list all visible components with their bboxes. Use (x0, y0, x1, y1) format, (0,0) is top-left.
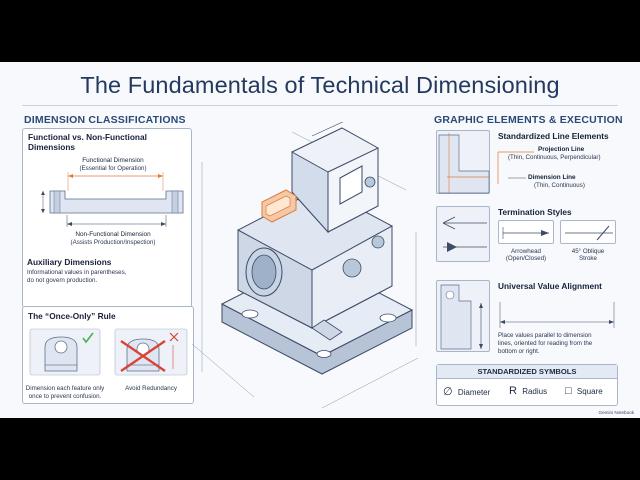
symbol-square: □ Square (565, 385, 603, 397)
dimension-line-note: (Thin, Continuous) (534, 182, 585, 189)
nonfunctional-dimension-label: Non-Functional Dimension (75, 231, 151, 238)
functional-panel: Functional vs. Non-Functional Dimensions… (22, 128, 192, 308)
line-elements-leaders (497, 151, 534, 184)
credit-watermark: Gemini Notebook (598, 410, 635, 415)
oblique-stroke-sample (560, 220, 616, 244)
once-only-left-caption-line1: Dimension each feature only (25, 385, 105, 392)
symbol-radius: R Radius (509, 385, 547, 397)
alignment-line1: Place values parallel to dimension (498, 332, 592, 339)
arrowhead-caption-line2: (Open/Closed) (505, 255, 547, 262)
alignment-thumbnail (436, 280, 490, 352)
alignment-title: Universal Value Alignment (498, 281, 602, 291)
functional-title-line1: Functional vs. Non-Functional (28, 132, 147, 142)
symbol-diameter-label: Diameter (457, 388, 491, 397)
symbols-title: STANDARDIZED SYMBOLS (437, 365, 617, 379)
termination-thumbnail (436, 206, 490, 262)
oblique-caption-line2: Stroke (579, 255, 597, 262)
arrowhead-sample (498, 220, 554, 244)
once-only-left-caption-line2: once to prevent confusion. (28, 393, 102, 400)
once-only-title: The “Once-Only” Rule (28, 311, 116, 321)
arrowhead-icon (502, 227, 549, 239)
projection-line-note: (Thin, Continuous, Perpendicular) (508, 154, 601, 161)
auxiliary-block: Auxiliary Dimensions Informational value… (22, 256, 152, 292)
symbol-radius-label: Radius (522, 387, 548, 396)
diameter-icon: ∅ (443, 386, 453, 398)
termination-arrows-diagram (442, 216, 487, 252)
right-section-heading: GRAPHIC ELEMENTS & EXECUTION (434, 114, 623, 126)
oblique-caption-line1: 45° Oblique (571, 248, 605, 255)
dimension-line-label: Dimension Line (528, 174, 576, 181)
square-icon: □ (565, 385, 572, 397)
functional-dimension-note: (Essential for Operation) (79, 165, 147, 172)
infographic-page: The Fundamentals of Technical Dimensioni… (0, 62, 640, 418)
alignment-line3: bottom or right. (498, 348, 540, 355)
auxiliary-line1: Informational values in parentheses, (27, 269, 127, 276)
title-divider (22, 105, 618, 106)
once-only-diagram (29, 328, 188, 376)
alignment-diagram (440, 284, 483, 350)
alignment-line2: lines, oriented for reading from the (498, 340, 593, 347)
symbols-panel: STANDARDIZED SYMBOLS ∅ Diameter R Radius… (436, 364, 618, 406)
once-only-right-caption: Avoid Redundancy (125, 385, 177, 392)
symbol-square-label: Square (576, 387, 603, 396)
projection-line-label: Projection Line (538, 146, 585, 153)
arrowhead-caption-line1: Arrowhead (511, 248, 541, 255)
auxiliary-title: Auxiliary Dimensions (27, 257, 112, 267)
line-elements-title: Standardized Line Elements (498, 131, 609, 141)
symbol-diameter: ∅ Diameter (443, 385, 490, 398)
termination-title: Termination Styles (498, 207, 572, 217)
functional-title-line2: Dimensions (28, 142, 76, 152)
line-elements-diagram (438, 133, 490, 194)
line-elements-thumbnail (436, 130, 490, 194)
page-title: The Fundamentals of Technical Dimensioni… (80, 72, 560, 98)
alignment-sample-dimension (499, 302, 615, 328)
nonfunctional-dimension-note: (Assists Production/Inspection) (70, 239, 156, 246)
oblique-stroke-icon (565, 225, 613, 241)
isometric-part-illustration (192, 122, 419, 409)
functional-diagram (41, 172, 184, 227)
functional-dimension-label: Functional Dimension (82, 157, 144, 164)
auxiliary-line2: do not govern production. (27, 277, 98, 284)
left-section-heading: DIMENSION CLASSIFICATIONS (24, 114, 186, 126)
radius-icon: R (509, 385, 517, 397)
once-only-panel: The “Once-Only” Rule Dimension each feat… (22, 306, 194, 404)
